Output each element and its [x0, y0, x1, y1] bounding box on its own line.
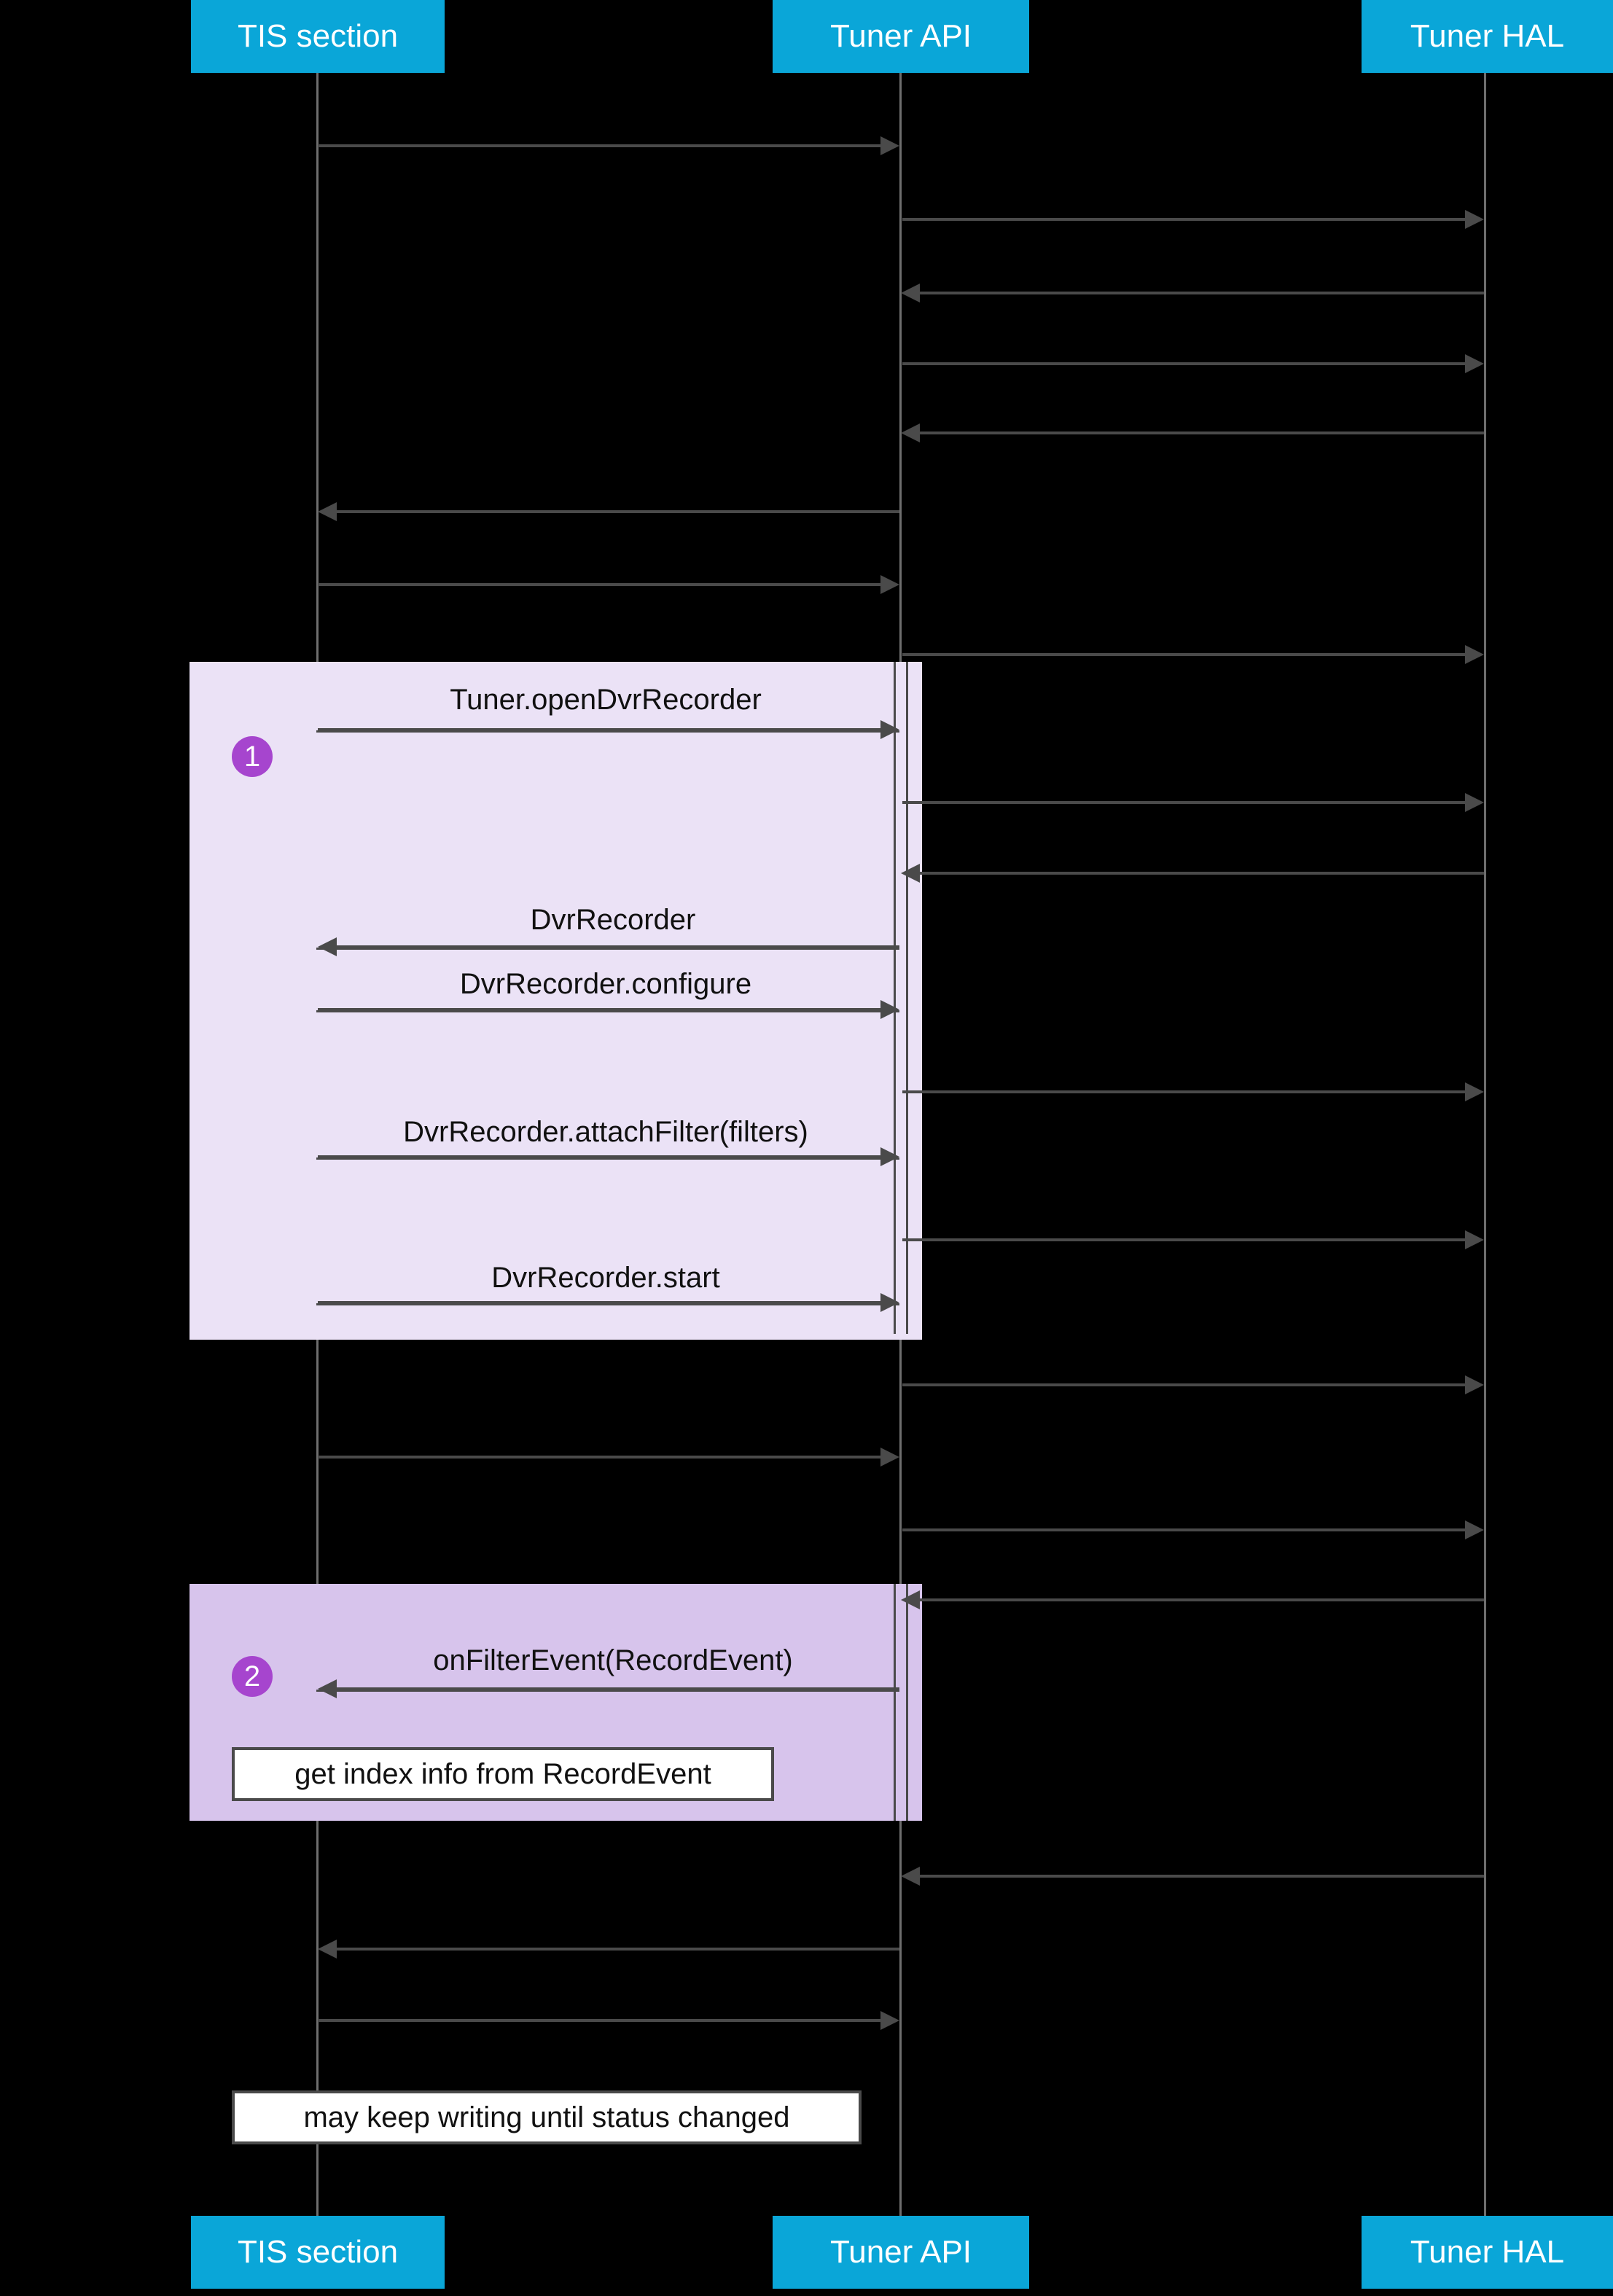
participant-header-tuner-hal[interactable]: Tuner HAL: [1362, 0, 1613, 73]
message-arrowhead-25: [880, 2011, 899, 2030]
message-arrow-20: [902, 1528, 1465, 1531]
message-arrow-24: [337, 1948, 899, 1951]
message-arrow-3: [920, 292, 1484, 294]
message-arrowhead-4: [1465, 354, 1484, 373]
group1-separator-5: [316, 1303, 899, 1305]
note-may-keep-writing: may keep writing until status changed: [232, 2090, 862, 2144]
message-arrowhead-21: [901, 1590, 920, 1609]
message-arrow-10: [902, 801, 1465, 804]
participant-header-tis-section[interactable]: TIS section: [191, 0, 445, 73]
participant-footer-tuner-api[interactable]: Tuner API: [773, 2216, 1029, 2289]
message-arrowhead-6: [318, 502, 337, 521]
participant-header-tuner-api[interactable]: Tuner API: [773, 0, 1029, 73]
message-arrowhead-16: [1465, 1230, 1484, 1249]
message-label-15: DvrRecorder.attachFilter(filters): [403, 1116, 808, 1148]
activation-tuner-api-4: [894, 1230, 908, 1334]
message-arrowhead-3: [901, 284, 920, 302]
message-arrowhead-19: [880, 1448, 899, 1467]
message-arrowhead-11: [901, 864, 920, 883]
message-arrow-23: [920, 1875, 1484, 1878]
message-arrowhead-12: [318, 937, 337, 956]
message-arrowhead-8: [1465, 645, 1484, 664]
message-arrow-4: [902, 362, 1465, 365]
message-arrow-11: [920, 872, 1484, 875]
activation-tuner-api-5: [894, 1584, 908, 1821]
message-arrow-8: [902, 653, 1465, 656]
message-arrowhead-7: [880, 575, 899, 594]
message-label-12: DvrRecorder: [530, 904, 696, 936]
message-arrowhead-22: [318, 1679, 337, 1698]
group1-separator-1: [316, 730, 899, 733]
message-arrowhead-13: [880, 1000, 899, 1019]
message-arrowhead-1: [880, 136, 899, 155]
activation-tuner-api-2: [894, 815, 908, 1048]
message-arrowhead-5: [901, 423, 920, 442]
message-arrow-7: [318, 583, 880, 586]
message-arrow-19: [318, 1456, 880, 1459]
message-arrowhead-10: [1465, 793, 1484, 812]
message-arrow-14: [902, 1090, 1465, 1093]
note-get-index-info: get index info from RecordEvent: [232, 1747, 774, 1801]
group-fragment-1: [190, 662, 922, 1340]
message-arrowhead-24: [318, 1940, 337, 1959]
message-arrowhead-14: [1465, 1082, 1484, 1101]
message-arrow-21: [920, 1598, 1484, 1601]
group-badge-1: 1: [232, 736, 273, 777]
participant-footer-tuner-hal[interactable]: Tuner HAL: [1362, 2216, 1613, 2289]
message-label-22: onFilterEvent(RecordEvent): [433, 1644, 793, 1676]
message-arrowhead-9: [880, 720, 899, 739]
group2-separator-1: [316, 1690, 899, 1692]
message-arrow-9: [318, 728, 880, 731]
message-label-13: DvrRecorder.configure: [459, 968, 752, 1000]
group-badge-2: 2: [232, 1656, 273, 1697]
message-arrow-12: [337, 945, 899, 948]
message-label-9: Tuner.openDvrRecorder: [450, 684, 762, 716]
group1-separator-3: [316, 1010, 899, 1012]
message-arrow-1: [318, 144, 880, 147]
group1-separator-2: [316, 948, 899, 950]
message-arrow-13: [318, 1008, 880, 1011]
participant-footer-tis-section[interactable]: TIS section: [191, 2216, 445, 2289]
message-arrow-16: [902, 1238, 1465, 1241]
message-arrowhead-20: [1465, 1520, 1484, 1539]
message-arrowhead-18: [1465, 1375, 1484, 1394]
message-arrow-5: [920, 432, 1484, 434]
lifeline-tuner-hal: [1484, 36, 1486, 2251]
message-arrow-18: [902, 1383, 1465, 1386]
message-arrow-2: [902, 218, 1465, 221]
message-arrowhead-17: [880, 1293, 899, 1312]
message-arrowhead-15: [880, 1147, 899, 1166]
message-label-17: DvrRecorder.start: [491, 1262, 720, 1294]
group1-separator-4: [316, 1157, 899, 1160]
message-arrow-15: [318, 1155, 880, 1158]
message-arrow-17: [318, 1301, 880, 1304]
message-arrowhead-2: [1465, 210, 1484, 229]
message-arrowhead-23: [901, 1867, 920, 1886]
message-arrow-6: [337, 510, 899, 513]
message-arrow-22: [337, 1687, 899, 1690]
message-arrow-25: [318, 2019, 880, 2022]
activation-tuner-api-3: [894, 1048, 908, 1230]
